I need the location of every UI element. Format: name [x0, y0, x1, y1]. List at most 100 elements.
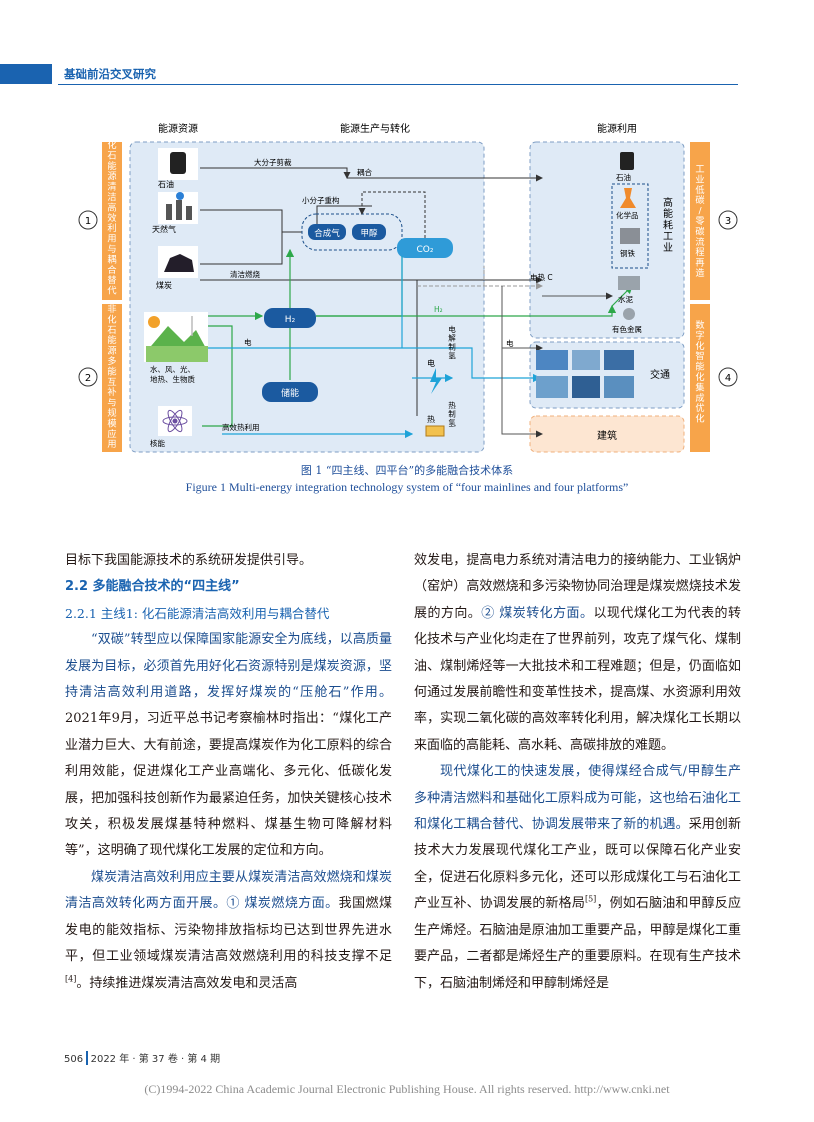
- syngas-node: [308, 224, 346, 240]
- figure-caption-cn: 图 1 “四主线、四平台”的多能融合技术体系: [300, 464, 514, 477]
- steel-icon: [620, 228, 640, 244]
- issue-info: 2022 年 · 第 37 卷 · 第 4 期: [90, 1054, 221, 1065]
- citation-ref: [5]: [584, 894, 597, 904]
- mainline-1-number: 1: [85, 216, 91, 227]
- edge-label-cracking: 大分子剪裁: [254, 157, 292, 167]
- header-rule: [58, 84, 738, 85]
- footer-divider: [86, 1051, 88, 1065]
- body-text: 。持续推进煤炭清洁高效发电和灵活高: [76, 975, 298, 991]
- body-text: 效发电，提高电力系统对清洁电力的接纳能力、工业锅炉（窑炉）高效燃烧和多污染物协同…: [414, 553, 741, 621]
- industry-oil-label: 石油: [616, 172, 631, 182]
- renewable-resource-label: 水、风、光、地热、生物质: [150, 364, 195, 384]
- lightning-icon: [430, 368, 442, 394]
- figure-caption-en: Figure 1 Multi-energy integration techno…: [185, 480, 629, 494]
- body-text: 2021年9月，习近平总书记考察榆林时指出：“煤化工产业潜力巨大、大有前途，要提…: [65, 711, 392, 859]
- syngas-methanol-group: [301, 213, 403, 251]
- h2-node: [264, 308, 316, 328]
- emphasis-text: 现代煤化工的快速发展，使得煤经合成气/甲醇生产多种清洁燃料和基础化工原料成为可能…: [414, 764, 741, 833]
- storage-node: [262, 382, 318, 402]
- building-panel: [529, 415, 685, 453]
- body-column-right: 效发电，提高电力系统对清洁电力的接纳能力、工业锅炉（窑炉）高效燃烧和多污染物协同…: [414, 548, 741, 997]
- body-text: 以现代煤化工为代表的转化技术与产业化均走在了世界前列，攻克了煤气化、煤制油、煤制…: [414, 605, 741, 753]
- coal-resource-label: 煤炭: [156, 280, 172, 290]
- subsection-heading: 2.2.1 主线1: 化石能源清洁高效利用与耦合替代: [65, 605, 330, 621]
- emphasis-text: 煤炭清洁高效利用应主要从煤炭清洁高效燃烧和煤炭清洁高效转化两方面开展。① 煤炭燃…: [65, 869, 392, 912]
- edge-label-recombine: 小分子重构: [302, 195, 340, 205]
- body-column-left: 目标下我国能源技术的系统研发提供引导。 2.2 多能融合技术的“四主线” 2.2…: [65, 548, 392, 997]
- emphasis-text: “双碳”转型应以保障国家能源安全为底线，以高质量发展为目标，必须首先用好化石资源…: [65, 632, 392, 701]
- body-text: 我国燃煤发电的能效指标、污染物排放指标均已达到世界先进水平，但工业领域煤炭清洁高…: [65, 896, 392, 965]
- edge-label-elec2: 电: [427, 358, 435, 368]
- atom-icon: [162, 409, 188, 433]
- production-panel: [129, 141, 485, 453]
- copyright-notice: (C)1994-2022 China Academic Journal Elec…: [144, 1082, 670, 1096]
- citation-ref: [4]: [65, 974, 77, 984]
- industry-metals-label: 有色金属: [612, 324, 642, 334]
- gas-resource-label: 天然气: [152, 224, 176, 234]
- heater-icon: [425, 425, 445, 437]
- mainline-3-badge: [718, 210, 738, 230]
- cement-truck-icon: [618, 276, 640, 290]
- edge-label-thermolysis: 热制氢: [448, 400, 456, 427]
- co2-node: [397, 238, 453, 258]
- co2-label: CO₂: [417, 245, 434, 255]
- paragraph: 目标下我国能源技术的系统研发提供引导。: [65, 553, 313, 568]
- transport-photo-6: [604, 376, 634, 398]
- mainline-3-label: 工业低碳/零碳流程再造: [695, 164, 704, 279]
- page-number: 506: [64, 1054, 84, 1065]
- mainline-1-badge: [78, 210, 98, 230]
- mainline-2-number: 2: [85, 373, 91, 384]
- column-heading-production: 能源生产与转化: [340, 122, 410, 135]
- transport-label: 交通: [650, 368, 670, 381]
- methanol-node: [352, 224, 386, 240]
- flask-icon: [620, 188, 636, 208]
- oil-resource-label: 石油: [158, 179, 174, 189]
- edge-label-heat: 热: [427, 414, 435, 424]
- transport-photo-4: [536, 376, 568, 398]
- paragraph: “双碳”转型应以保障国家能源安全为底线，以高质量发展为目标，必须首先用好化石资源…: [65, 627, 392, 865]
- methanol-label: 甲醇: [360, 228, 378, 239]
- industry-cement-label: 水泥: [618, 294, 633, 304]
- mainline-3-number: 3: [725, 216, 731, 227]
- coal-lump-icon: [164, 254, 194, 272]
- transport-photo-3: [604, 350, 634, 370]
- gas-plant-icon: [166, 192, 192, 220]
- oil-barrel-icon: [170, 152, 186, 174]
- industry-heavy-label: 高能耗工业: [663, 196, 673, 254]
- mainline-2-bar: [102, 304, 122, 452]
- storage-label: 储能: [281, 387, 299, 399]
- transport-photo-1: [536, 350, 568, 370]
- edge-label-clean-burn: 清洁燃烧: [230, 269, 260, 279]
- edge-label-elec-heat: 电热 C: [530, 272, 553, 282]
- edge-label-heat-use: 高效热利用: [222, 422, 260, 432]
- edge-label-h2: H₂: [434, 305, 443, 314]
- transport-panel: [529, 341, 685, 409]
- mainline-4-number: 4: [725, 373, 731, 384]
- edge-label-coupling: 耦合: [357, 167, 372, 177]
- paragraph: 煤炭清洁高效利用应主要从煤炭清洁高效燃烧和煤炭清洁高效转化两方面开展。① 煤炭燃…: [65, 865, 392, 997]
- figure-diagram: 能源资源 能源生产与转化 能源利用 化石能源清洁高效利用与耦合替代 非化石能源多…: [78, 122, 738, 453]
- industry-chem-label: 化学品: [616, 210, 639, 220]
- edge-label-elec3: 电: [506, 338, 514, 348]
- metal-coil-icon: [623, 308, 635, 320]
- header-color-bar: [0, 64, 52, 84]
- renewables-landscape-icon: [146, 316, 208, 362]
- mainline-4-label: 数字化智能化集成优化: [695, 319, 704, 425]
- column-heading-utilization: 能源利用: [597, 122, 637, 135]
- building-label: 建筑: [597, 429, 617, 442]
- edge-label-electrolysis: 电解制氢: [448, 324, 456, 360]
- mainline-1-label: 化石能源清洁高效利用与耦合替代: [107, 139, 116, 297]
- body-text: 采用创新技术大力发展现代煤化工产业，既可以保障石化产业安全，促进石化原料多元化，…: [414, 817, 741, 912]
- edge-label-elec: 电: [244, 337, 252, 347]
- mainline-4-bar: [690, 304, 710, 452]
- mainline-4-badge: [718, 367, 738, 387]
- nuclear-resource-label: 核能: [150, 438, 165, 448]
- section-heading: 2.2 多能融合技术的“四主线”: [65, 579, 240, 595]
- transport-photo-5: [572, 376, 600, 398]
- page-footer: 506 2022 年 · 第 37 卷 · 第 4 期: [64, 1050, 220, 1065]
- transport-photo-2: [572, 350, 600, 370]
- mainline-1-bar: [102, 142, 122, 300]
- h2-label: H₂: [285, 315, 296, 325]
- chem-steel-group: [611, 183, 649, 269]
- syngas-label: 合成气: [314, 228, 340, 239]
